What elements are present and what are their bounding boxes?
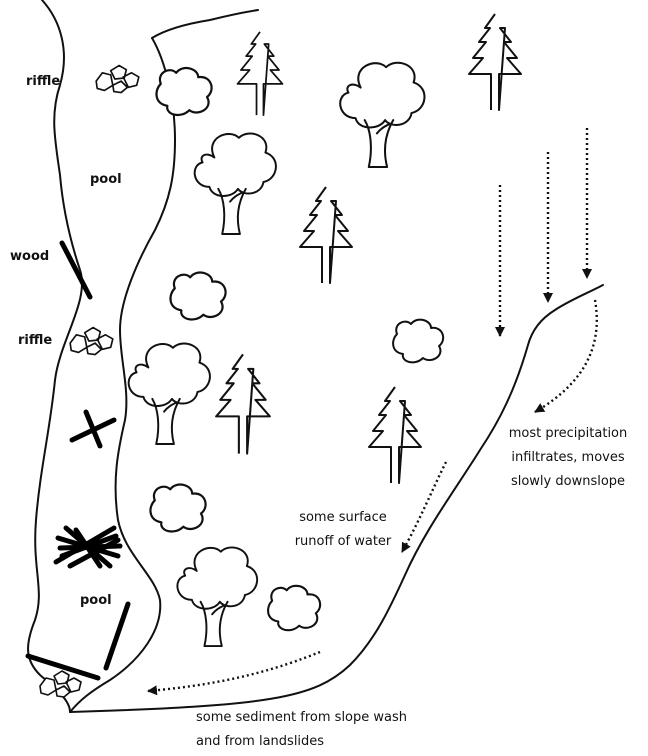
shrub — [150, 485, 205, 532]
wood-cross — [72, 412, 114, 446]
hillslope-outline — [152, 10, 258, 38]
sediment-arrow — [148, 652, 320, 691]
riffle-rocks-top — [96, 66, 139, 93]
shrub — [268, 586, 320, 630]
label-riffle-top: riffle — [26, 74, 60, 89]
label-riffle-mid: riffle — [18, 333, 52, 348]
wood-jam — [56, 528, 120, 566]
shrub — [170, 273, 225, 320]
pine-tree — [216, 354, 270, 453]
oak-tree — [195, 134, 276, 235]
note-precipitation-line-3: slowly downslope — [488, 470, 648, 494]
wood-log-2 — [106, 604, 128, 668]
rocks-bottom — [40, 671, 81, 697]
label-pool-bottom: pool — [80, 593, 112, 608]
label-wood: wood — [10, 249, 49, 264]
oak-tree — [340, 63, 424, 167]
stream-left-bank — [28, 0, 82, 712]
pine-tree — [469, 14, 521, 110]
oak-tree — [177, 547, 257, 646]
shrub — [156, 68, 211, 115]
wood-log-1 — [62, 243, 90, 297]
note-sediment-line-2: and from landslides — [196, 730, 456, 754]
note-precipitation: most precipitation infiltrates, moves sl… — [488, 422, 648, 494]
pine-tree — [300, 187, 352, 283]
oak-tree — [129, 344, 210, 445]
pine-tree — [237, 32, 282, 115]
riffle-rocks-mid — [70, 328, 113, 355]
note-precipitation-line-2: infiltrates, moves — [488, 446, 648, 470]
note-sediment-line-1: some sediment from slope wash — [196, 706, 456, 730]
label-pool-top: pool — [90, 172, 122, 187]
note-surface-runoff: some surface runoff of water — [268, 506, 418, 554]
note-precipitation-line-1: most precipitation — [488, 422, 648, 446]
note-runoff-line-2: runoff of water — [268, 530, 418, 554]
note-runoff-line-1: some surface — [268, 506, 418, 530]
pine-tree — [369, 387, 421, 483]
note-sediment: some sediment from slope wash and from l… — [196, 706, 456, 754]
shrub — [393, 320, 443, 363]
